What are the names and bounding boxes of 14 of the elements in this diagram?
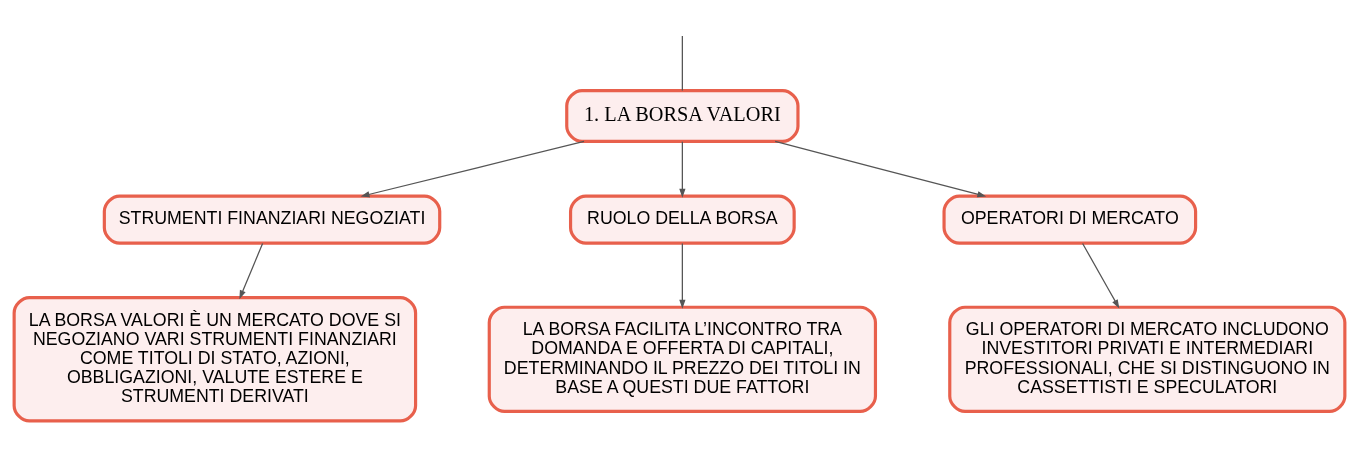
node-box: OPERATORI DI MERCATO [942,193,1198,245]
arrow [774,140,987,197]
node-box: GLI OPERATORI DI MERCATO INCLUDONO INVESTITORI PRIVATI E INTERMEDIARI PROFESSIONALI, CHE SI DISTINGUONO IN CASSETTISTI E SPECULATORI [948,305,1347,413]
arrow [679,140,686,198]
arrow [1081,242,1120,308]
node-box: STRUMENTI FINANZIARI NEGOZIATI [102,193,442,245]
arrow [360,140,585,197]
node-box: LA BORSA VALORI È UN MERCATO DOVE SI NEGOZIANO VARI STRUMENTI FINANZIARI COME TITOLI DI STATO, AZIONI, OBBLIGAZIONI, VALUTE ESTERE E STRUMENTI DERIVATI [12,295,418,422]
arrow [239,242,264,299]
node-box: LA BORSA FACILITA L’INCONTRO TRA DOMANDA E OFFERTA DI CAPITALI, DETERMINANDO IL PREZZO DEI TITOLI IN BASE A QUESTI DUE FATTORI [487,305,878,413]
arrow [679,242,686,309]
node-box: 1. LA BORSA VALORI [565,88,800,143]
connector [681,34,683,91]
node-box: RUOLO DELLA BORSA [569,193,796,245]
